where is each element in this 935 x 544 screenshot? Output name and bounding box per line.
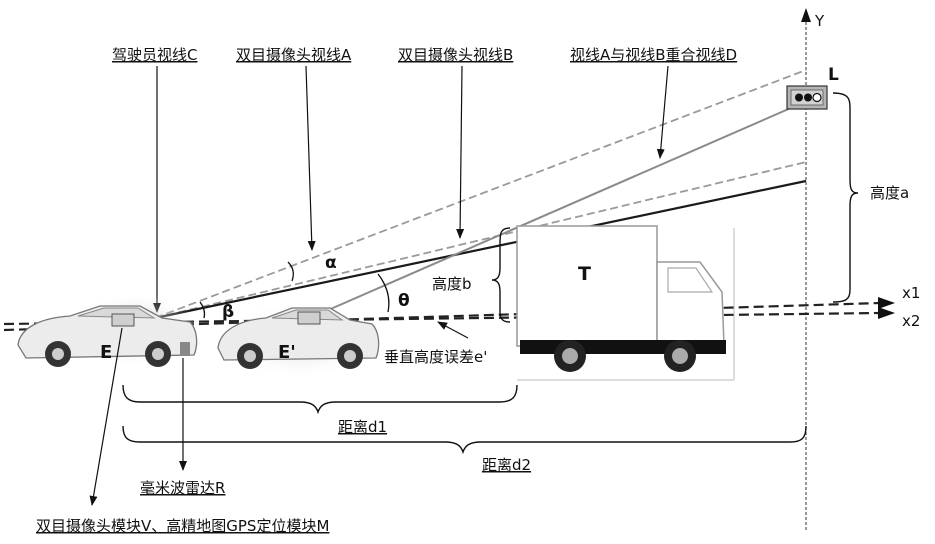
stereo-sight-a-label: 双目摄像头视线A	[236, 46, 352, 64]
vehicle-e-prime: E'	[218, 300, 380, 380]
axis-y-label: Y	[814, 12, 825, 30]
vehicle-e: E	[18, 292, 200, 368]
axis-x1-label: x1	[902, 284, 920, 302]
stereo-sight-b-label: 双目摄像头视线B	[398, 46, 513, 64]
height-b-label: 高度b	[432, 275, 472, 293]
distance-d1-label: 距离d1	[338, 418, 387, 436]
radar-r-label: 毫米波雷达R	[140, 479, 225, 497]
alpha-label: α	[325, 253, 337, 273]
distance-d2-brace: 距离d2	[123, 426, 806, 474]
driver-sight-c-label: 驾驶员视线C	[112, 46, 197, 64]
vertical-error: 垂直高度误差e'	[384, 322, 487, 366]
module-vm-label: 双目摄像头模块V、高精地图GPS定位模块M	[36, 517, 329, 535]
theta-label: θ	[398, 291, 410, 311]
vehicle-e-prime-label: E'	[278, 342, 296, 363]
height-a-brace: 高度a	[833, 93, 909, 302]
overlap-sight-d-label: 视线A与视线B重合视线D	[570, 46, 737, 64]
truck: T	[517, 226, 734, 380]
height-a-label: 高度a	[870, 184, 909, 202]
vertical-error-label: 垂直高度误差e'	[384, 348, 487, 366]
traffic-light: L	[787, 65, 839, 109]
axis-x2-label: x2	[902, 312, 920, 330]
radar-pointer: 毫米波雷达R	[140, 358, 225, 497]
vehicle-e-label: E	[100, 342, 112, 363]
truck-t-label: T	[578, 263, 591, 285]
light-l-label: L	[828, 65, 839, 85]
distance-d1-brace: 距离d1	[123, 385, 517, 436]
distance-d2-label: 距离d2	[482, 456, 531, 474]
